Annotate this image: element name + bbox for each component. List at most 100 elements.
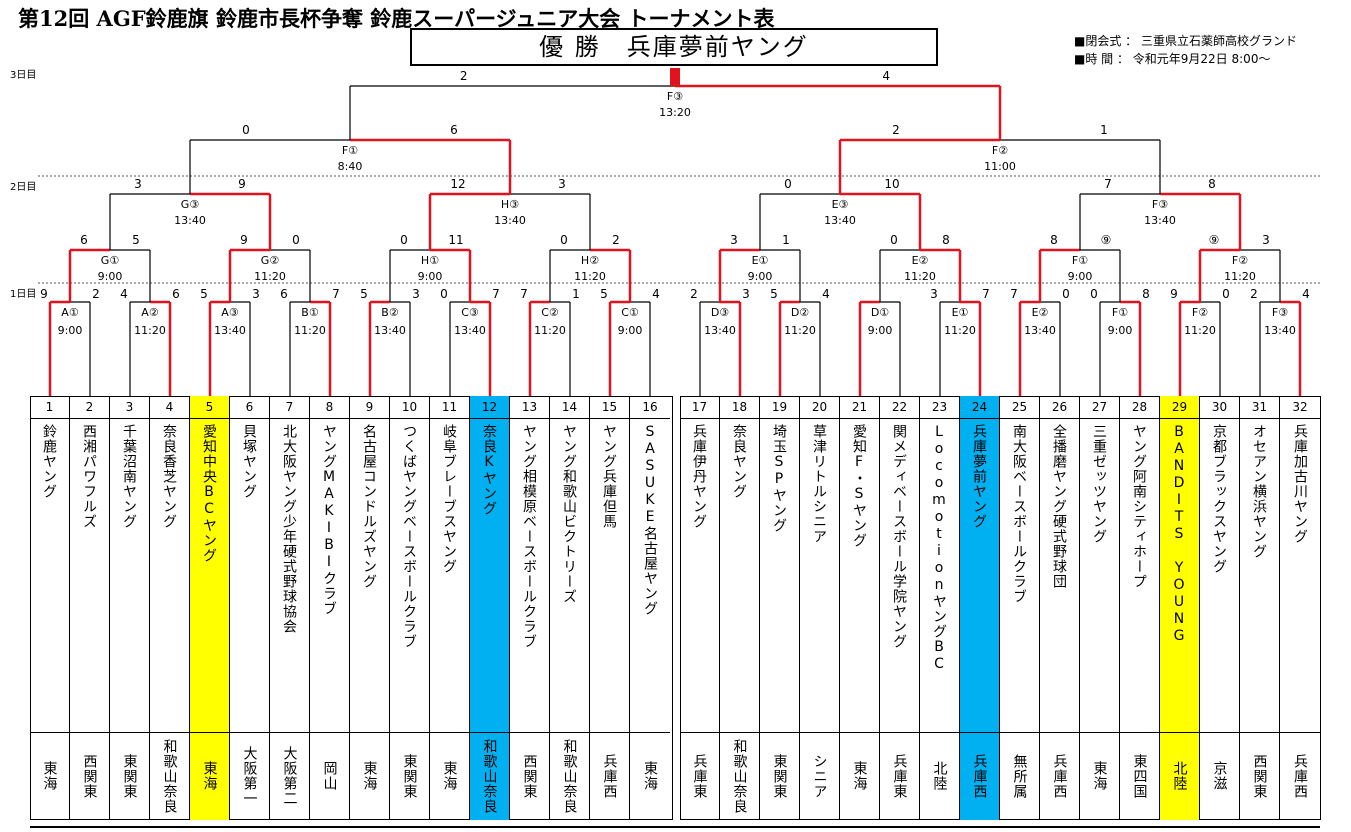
- team-region: 東海: [441, 761, 458, 791]
- match-time: 9:00: [748, 270, 773, 283]
- team-region: 和歌山奈良: [561, 738, 578, 814]
- team-name: 西湘パワフルズ: [81, 424, 97, 529]
- match-time: 11:20: [1224, 270, 1256, 283]
- team-number: 5: [190, 396, 229, 419]
- score-right: 10: [884, 177, 899, 191]
- score-left: 8: [1050, 233, 1058, 247]
- team-name: 関メディベースボール学院ヤング: [891, 424, 907, 649]
- team-name: 貝塚ヤング: [241, 424, 257, 499]
- team-name: ヤング和歌山ビクトリーズ: [561, 424, 577, 604]
- team-region: 兵庫西: [1051, 753, 1068, 799]
- team-region-cell: 北陸: [920, 732, 959, 819]
- match-time: 13:40: [824, 214, 856, 227]
- team-name: 草津リトルシニア: [811, 424, 827, 544]
- match-label: D③: [711, 306, 729, 319]
- team-number: 20: [800, 396, 839, 419]
- team-region-cell: 西関東: [510, 732, 549, 819]
- team-name: ヤング兵庫但馬: [601, 424, 617, 529]
- score-left: 2: [690, 287, 698, 301]
- team-region: 和歌山奈良: [161, 738, 178, 814]
- match-label: D②: [791, 306, 809, 319]
- team-region-cell: 大阪第二: [270, 732, 309, 819]
- match-time: 13:40: [1144, 214, 1176, 227]
- score-right: 7: [982, 287, 990, 301]
- match-time: 11:20: [944, 324, 976, 337]
- score-right: 8: [1208, 177, 1216, 191]
- score-right: 6: [172, 287, 180, 301]
- team-region: 東海: [851, 761, 868, 791]
- score-left: 3: [134, 177, 142, 191]
- score-right: 3: [252, 287, 260, 301]
- match-label: G①: [101, 254, 120, 267]
- team-name: 全播磨ヤング硬式野球団: [1051, 424, 1067, 589]
- score-right: 3: [412, 287, 420, 301]
- match-time: 13:40: [1024, 324, 1056, 337]
- score-left: 3: [730, 233, 738, 247]
- match-label: A①: [61, 306, 79, 319]
- team-region: 岡山: [321, 761, 338, 791]
- team-region: 西関東: [81, 753, 98, 799]
- match-label: H③: [501, 198, 519, 211]
- team-region: 東関東: [771, 753, 788, 799]
- team-name: 奈良ヤング: [731, 424, 747, 499]
- score-right: 3: [742, 287, 750, 301]
- team-region-cell: 兵庫西: [590, 732, 629, 819]
- team-number: 4: [150, 396, 189, 419]
- match-time: 9:00: [418, 270, 443, 283]
- match-label: C①: [621, 306, 639, 319]
- team-region: 東海: [361, 761, 378, 791]
- score-left: 5: [200, 287, 208, 301]
- team-region: 東海: [201, 761, 218, 791]
- match-time: 13:40: [174, 214, 206, 227]
- team-number: 9: [350, 396, 389, 419]
- score-right: 3: [558, 177, 566, 191]
- team-name: LocomotionヤングBC: [931, 424, 947, 673]
- score-right: 1: [1100, 123, 1108, 137]
- team-name: 兵庫夢前ヤング: [971, 424, 987, 529]
- team-region-cell: 和歌山奈良: [550, 732, 589, 819]
- team-number: 11: [430, 396, 469, 419]
- team-region-cell: シニア: [800, 732, 839, 819]
- score-right: 1: [572, 287, 580, 301]
- team-region: 兵庫西: [971, 753, 988, 799]
- score-left: 0: [890, 233, 898, 247]
- team-name: 南大阪ベースボールクラブ: [1011, 424, 1027, 604]
- match-label: D①: [871, 306, 889, 319]
- score-left: 9: [240, 233, 248, 247]
- team-number: 25: [1000, 396, 1039, 419]
- team-region-cell: 大阪第一: [230, 732, 269, 819]
- team-region: シニア: [811, 753, 828, 799]
- score-left: 3: [930, 287, 938, 301]
- champion-marker: [670, 68, 680, 86]
- team-region: 兵庫西: [601, 753, 618, 799]
- team-region-cell: 東海: [430, 732, 469, 819]
- team-name: 兵庫加古川ヤング: [1292, 424, 1308, 544]
- team-region: 西関東: [521, 753, 538, 799]
- team-table-left: [30, 396, 673, 820]
- match-label: F②: [1192, 306, 1208, 319]
- team-name: つくばヤングベースボールクラブ: [401, 424, 417, 649]
- match-time: 9:00: [868, 324, 893, 337]
- team-region-cell: 兵庫東: [680, 732, 719, 819]
- score-left: 9: [1170, 287, 1178, 301]
- team-region-cell: 東海: [630, 732, 670, 819]
- team-region-cell: 東海: [30, 732, 69, 819]
- team-region: 京滋: [1211, 761, 1228, 791]
- match-time: 9:00: [98, 270, 123, 283]
- match-time: 11:00: [984, 160, 1016, 173]
- score-left: ⑨: [1209, 233, 1220, 247]
- score-left: 2: [1250, 287, 1258, 301]
- match-label: G②: [261, 254, 280, 267]
- team-region: 兵庫東: [691, 753, 708, 799]
- team-number: 6: [230, 396, 269, 419]
- match-time: 9:00: [58, 324, 83, 337]
